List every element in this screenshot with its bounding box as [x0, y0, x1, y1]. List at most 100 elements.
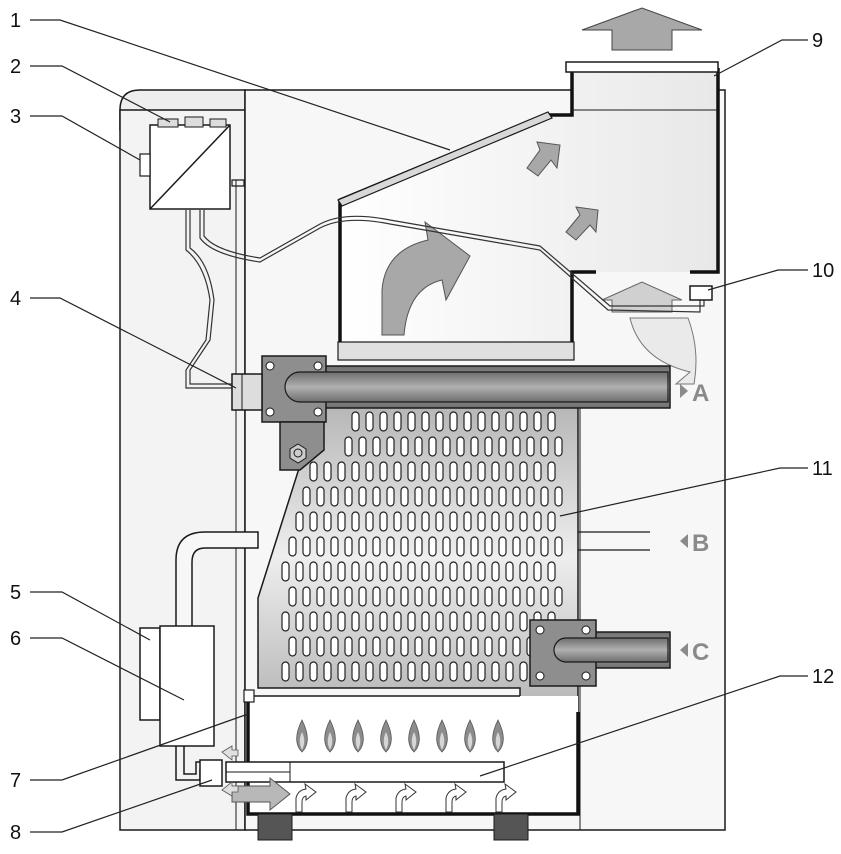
heat-exchanger-fin: [407, 511, 416, 532]
heat-exchanger-fin: [316, 636, 325, 657]
heat-exchanger-fin: [519, 411, 528, 432]
heat-exchanger-fin: [309, 511, 318, 532]
heat-exchanger-fin: [519, 561, 528, 582]
heat-exchanger-fin: [407, 561, 416, 582]
callout-4: 4: [10, 288, 21, 310]
callout-3: 3: [10, 106, 21, 128]
heat-exchanger-fin: [435, 511, 444, 532]
heat-exchanger-fin: [295, 561, 304, 582]
heat-exchanger-fin: [519, 461, 528, 482]
heat-exchanger-fin: [484, 436, 493, 457]
heat-exchanger-fin: [302, 536, 311, 557]
heat-exchanger-fin: [519, 611, 528, 632]
heat-exchanger-fin: [519, 661, 528, 682]
secondary-air-arrow: [445, 782, 467, 813]
pilot-electrode: [243, 689, 255, 703]
heat-exchanger: [257, 401, 579, 713]
heat-exchanger-fin: [498, 536, 507, 557]
callout-9: 9: [812, 30, 823, 52]
heat-exchanger-fin: [456, 486, 465, 507]
heat-exchanger-fin: [309, 461, 318, 482]
heat-exchanger-fin: [421, 561, 430, 582]
heat-exchanger-fin: [400, 486, 409, 507]
heat-exchanger-fin: [456, 436, 465, 457]
heat-exchanger-fin: [449, 661, 458, 682]
callout-1: 1: [10, 10, 21, 32]
control-thermostat: [139, 116, 231, 210]
heat-exchanger-fin: [449, 461, 458, 482]
heat-exchanger-fin: [505, 561, 514, 582]
heat-exchanger-fin: [302, 486, 311, 507]
heat-exchanger-fin: [428, 486, 437, 507]
heat-exchanger-fin: [435, 561, 444, 582]
heat-exchanger-fin: [365, 561, 374, 582]
heat-exchanger-fin: [435, 661, 444, 682]
heat-exchanger-fin: [505, 611, 514, 632]
heat-exchanger-fin: [309, 611, 318, 632]
heat-exchanger-fin: [316, 486, 325, 507]
heat-exchanger-fin: [435, 411, 444, 432]
heat-exchanger-fin: [393, 611, 402, 632]
heat-exchanger-fin: [358, 636, 367, 657]
heat-exchanger-fin: [295, 511, 304, 532]
port-a-label: A: [692, 380, 709, 407]
flame-core: [355, 732, 361, 750]
heat-exchanger-fin: [281, 661, 290, 682]
heat-exchanger-fin: [281, 561, 290, 582]
heat-exchanger-fin: [414, 486, 423, 507]
heat-exchanger-fin: [477, 661, 486, 682]
heat-exchanger-fin: [498, 486, 507, 507]
heat-exchanger-fin: [547, 461, 556, 482]
heat-exchanger-fin: [491, 411, 500, 432]
heat-exchanger-fin: [533, 461, 542, 482]
heat-exchanger-fin: [344, 436, 353, 457]
heat-exchanger-fin: [323, 461, 332, 482]
heat-exchanger-fin: [358, 586, 367, 607]
heat-exchanger-fin: [316, 586, 325, 607]
flame-core: [439, 732, 445, 750]
port-labels: A B C: [680, 380, 709, 666]
heat-exchanger-fin: [323, 511, 332, 532]
secondary-air-arrow: [295, 782, 317, 813]
heat-exchanger-fin: [288, 536, 297, 557]
heat-exchanger-fin: [351, 561, 360, 582]
heat-exchanger-fin: [295, 661, 304, 682]
heat-exchanger-fin: [386, 486, 395, 507]
flue-sensor: [689, 285, 713, 301]
callout-7: 7: [10, 770, 21, 792]
heat-exchanger-fin: [505, 511, 514, 532]
heat-exchanger-fin: [491, 611, 500, 632]
heat-exchanger-fin: [400, 536, 409, 557]
heat-exchanger-fin: [554, 436, 563, 457]
heat-exchanger-fin: [442, 486, 451, 507]
callout-leaders: [30, 19, 808, 833]
heat-exchanger-fin: [428, 536, 437, 557]
heat-exchanger-fin: [379, 611, 388, 632]
heat-exchanger-fin: [365, 611, 374, 632]
heat-exchanger-fin: [540, 486, 549, 507]
heat-exchanger-fin: [407, 661, 416, 682]
heat-exchanger-fin: [435, 611, 444, 632]
flow-pipe-a: [261, 355, 671, 471]
heat-exchanger-fin: [351, 461, 360, 482]
heat-exchanger-fin: [365, 461, 374, 482]
gas-valve: [139, 531, 259, 797]
heat-exchanger-fin: [372, 486, 381, 507]
heat-exchanger-fin: [351, 511, 360, 532]
heat-exchanger-fin: [442, 436, 451, 457]
heat-exchanger-fin: [351, 411, 360, 432]
heat-exchanger-fin: [491, 561, 500, 582]
heat-exchanger-fin: [393, 561, 402, 582]
heat-exchanger-fin: [414, 536, 423, 557]
heat-exchanger-fin: [547, 561, 556, 582]
heat-exchanger-fin: [386, 636, 395, 657]
secondary-air-arrow: [395, 782, 417, 813]
secondary-air-arrow: [345, 782, 367, 813]
heat-exchanger-fin: [393, 661, 402, 682]
callout-10: 10: [812, 260, 834, 282]
heat-exchanger-fin: [372, 536, 381, 557]
heat-exchanger-fin: [407, 411, 416, 432]
heat-exchanger-fin: [463, 411, 472, 432]
heat-exchanger-fin: [442, 636, 451, 657]
